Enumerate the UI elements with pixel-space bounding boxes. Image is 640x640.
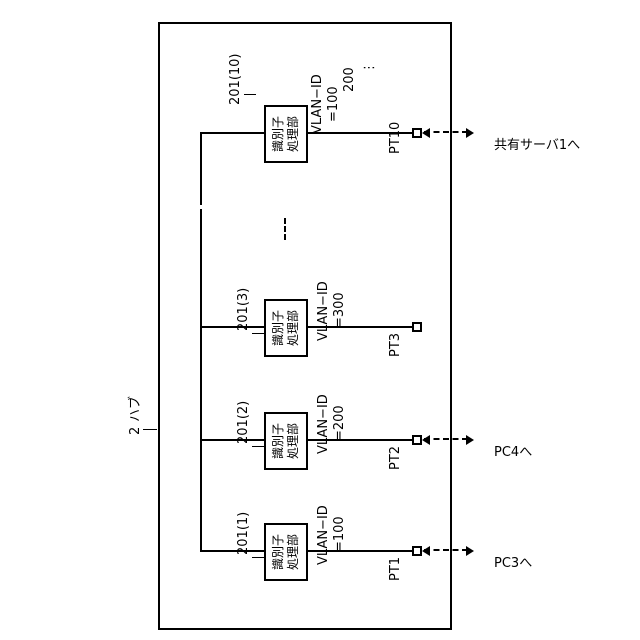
vlan-value-2: =200 <box>332 405 347 441</box>
vlan-label-3: VLAN−ID <box>316 281 331 341</box>
unit-ref-2: 201(2) <box>236 401 251 444</box>
destination-10: 共有サーバ1へ <box>494 134 580 153</box>
identifier-processor-3: 識別子 処理部 <box>264 299 308 357</box>
port-wire-2 <box>308 439 418 441</box>
omitted-units-dots <box>284 218 286 240</box>
bus-omission-dash <box>200 199 202 215</box>
internal-bus <box>200 134 202 552</box>
port-2 <box>412 435 422 445</box>
vlan-value-1: =100 <box>332 516 347 552</box>
bus-stub-3 <box>200 326 264 328</box>
destination-2: PC4へ <box>494 441 532 460</box>
identifier-processor-2: 識別子 処理部 <box>264 412 308 470</box>
bus-stub-2 <box>200 439 264 441</box>
bus-stub-1 <box>200 550 264 552</box>
hub-leader <box>143 429 157 430</box>
link-1 <box>424 549 468 551</box>
port-1 <box>412 546 422 556</box>
vlan-label-1: VLAN−ID <box>316 505 331 565</box>
bus-stub-10 <box>200 132 264 134</box>
port-3 <box>412 322 422 332</box>
unit-ref-1: 201(1) <box>236 512 251 555</box>
vlan-value-10b: 200 <box>342 67 357 92</box>
hub-ref: 2 <box>128 427 143 435</box>
hub-label: ハブ <box>128 396 143 422</box>
unit-ref-3: 201(3) <box>236 288 251 331</box>
port-label-1: PT1 <box>388 557 403 581</box>
vlan-value-3: =300 <box>332 292 347 328</box>
destination-1: PC3へ <box>494 552 532 571</box>
vlan-value-10a: =100 <box>326 86 341 122</box>
vlan-label-10: VLAN−ID <box>310 74 325 134</box>
port-10 <box>412 128 422 138</box>
port-wire-3 <box>308 326 418 328</box>
port-label-2: PT2 <box>388 446 403 470</box>
identifier-processor-10: 識別子 処理部 <box>264 105 308 163</box>
link-10 <box>424 131 468 133</box>
port-label-3: PT3 <box>388 333 403 357</box>
port-wire-1 <box>308 550 418 552</box>
identifier-processor-1: 識別子 処理部 <box>264 523 308 581</box>
unit-ref-10: 201(10) <box>228 54 243 106</box>
port-label-10: PT10 <box>388 122 403 154</box>
vlan-label-2: VLAN−ID <box>316 394 331 454</box>
link-2 <box>424 438 468 440</box>
vlan-value-10-more: ⋮ <box>362 61 377 74</box>
